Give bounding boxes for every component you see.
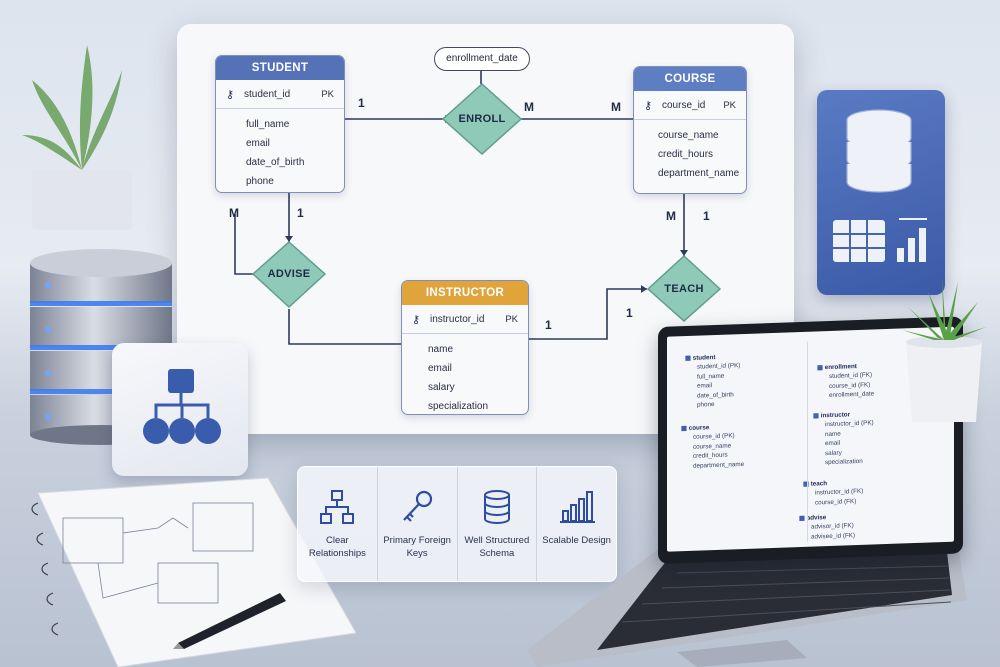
table-student: student student_id (PK) full_name email … xyxy=(685,352,741,410)
attribute: course_name xyxy=(658,130,719,141)
cardinality: M xyxy=(666,209,676,223)
attribute: full_name xyxy=(246,119,290,130)
attribute: salary xyxy=(428,382,455,393)
attribute: credit_hours xyxy=(658,149,714,160)
succulent-plant xyxy=(902,277,986,422)
attribute: specialization xyxy=(428,401,489,412)
pk-tag: PK xyxy=(321,88,334,100)
pen-icon xyxy=(173,593,286,649)
feature-label: Primary Foreign Keys xyxy=(383,535,451,559)
table-enrollment: enrollment student_id (FK) course_id (FK… xyxy=(817,361,874,401)
laptop-keyboard xyxy=(527,540,967,667)
feature-label: Scalable Design xyxy=(542,535,611,546)
divider xyxy=(807,341,808,542)
attribute: email xyxy=(246,138,270,149)
connector-lines xyxy=(234,69,722,345)
pk-tag: PK xyxy=(505,313,518,325)
attribute: name xyxy=(428,344,454,355)
table-instructor: instructor instructor_id (PK) name email… xyxy=(813,409,874,468)
advise-diamond xyxy=(251,240,327,309)
enrollment-date-attribute: enrollment_date xyxy=(434,47,530,71)
cardinality: M xyxy=(229,206,239,220)
key-icon xyxy=(403,490,433,522)
key-icon: ⚷ xyxy=(644,99,653,112)
database-tablet-card xyxy=(817,90,945,295)
pk-tag: PK xyxy=(723,99,736,111)
key-icon: ⚷ xyxy=(412,313,421,326)
key-icon: ⚷ xyxy=(226,88,235,101)
entity-instructor[interactable]: INSTRUCTOR ⚷ instructor_id PK name email s… xyxy=(401,280,529,415)
table-field: course_id (FK) xyxy=(815,497,857,507)
table-field: specialization xyxy=(825,457,863,467)
sketch-notebook xyxy=(31,477,356,667)
bar-chart-icon xyxy=(559,491,595,523)
table-field: department_name xyxy=(693,460,745,470)
hierarchy-icon xyxy=(320,490,355,524)
cardinality: M xyxy=(611,100,621,114)
entity-student[interactable]: STUDENT ⚷ student_id PK full_name email da… xyxy=(215,55,345,193)
hierarchy-icon xyxy=(143,369,221,444)
feature-scalable-design: Scalable Design xyxy=(537,467,616,581)
cardinality: 1 xyxy=(358,96,365,110)
cardinality: 1 xyxy=(703,209,710,223)
teach-diamond xyxy=(646,254,722,323)
relationship-enroll: ENROLL xyxy=(458,113,506,125)
pk-field: student_id xyxy=(244,88,291,100)
cardinality: 1 xyxy=(297,206,304,220)
entity-title: INSTRUCTOR xyxy=(402,281,528,305)
feature-well-structured-schema: Well Structured Schema xyxy=(458,467,538,581)
entity-title: STUDENT xyxy=(216,56,344,80)
database-icon xyxy=(833,109,927,262)
entity-course[interactable]: COURSE ⚷ course_id PK course_name credit_h… xyxy=(633,66,747,194)
entity-title: COURSE xyxy=(634,67,746,91)
cardinality: 1 xyxy=(545,318,552,332)
table-field: phone xyxy=(697,401,715,409)
cardinality: M xyxy=(524,100,534,114)
feature-primary-foreign-keys: Primary Foreign Keys xyxy=(378,467,458,581)
table-field: enrollment_date xyxy=(829,390,875,400)
relationship-teach: TEACH xyxy=(664,283,704,295)
feature-label: Clear Relationships xyxy=(308,535,366,559)
attribute: department_name xyxy=(658,168,740,179)
feature-label: Well Structured Schema xyxy=(464,535,530,559)
database-icon xyxy=(483,490,510,524)
pk-field: course_id xyxy=(662,99,706,111)
enroll-diamond xyxy=(441,82,523,156)
attribute: email xyxy=(428,363,452,374)
feature-panel: Clear Relationships Primary Foreign Keys… xyxy=(297,466,617,582)
cardinality: 1 xyxy=(626,306,633,320)
attribute: date_of_birth xyxy=(246,157,305,168)
feature-clear-relationships: Clear Relationships xyxy=(298,467,378,581)
pk-field: instructor_id xyxy=(430,313,485,325)
table-course: course course_id (PK) course_name credit… xyxy=(681,422,744,471)
table-teach: teach instructor_id (FK) course_id (FK) xyxy=(803,478,864,508)
relationship-advise: ADVISE xyxy=(267,268,311,280)
hierarchy-tile xyxy=(112,343,248,476)
attribute: phone xyxy=(246,176,274,187)
background-plant xyxy=(22,45,132,230)
